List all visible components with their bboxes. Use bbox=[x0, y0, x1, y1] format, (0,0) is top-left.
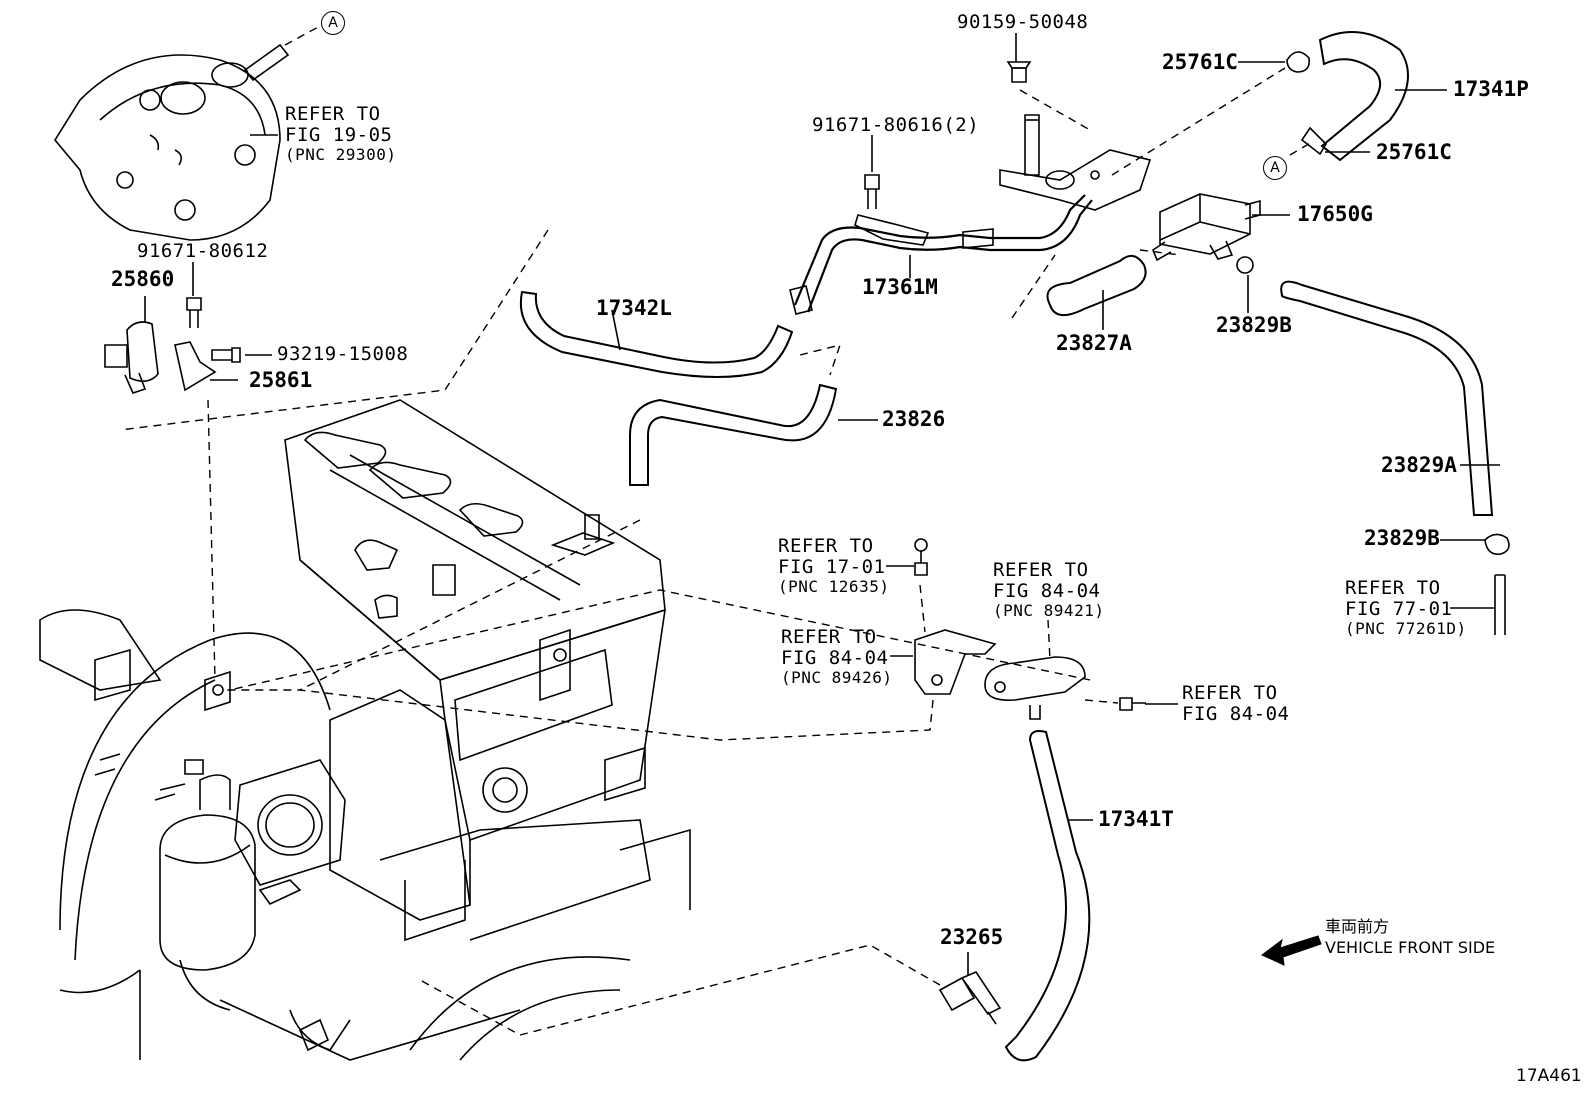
ref-line: REFER TO bbox=[778, 535, 874, 557]
ref-line: FIG 84-04 bbox=[1182, 703, 1290, 725]
ref-pnc: (PNC 89426) bbox=[781, 668, 893, 687]
part-25761c-top: 25761C bbox=[1162, 50, 1238, 74]
part-93219-15008: 93219-15008 bbox=[277, 343, 409, 365]
part-25861: 25861 bbox=[249, 368, 313, 392]
ref-line: FIG 84-04 bbox=[781, 647, 889, 669]
part-23829a: 23829A bbox=[1381, 453, 1457, 477]
part-25761c-mid: 25761C bbox=[1376, 140, 1452, 164]
ref-line: REFER TO bbox=[285, 103, 381, 125]
ref-line: FIG 17-01 bbox=[778, 556, 886, 578]
ref-pnc: (PNC 77261D) bbox=[1345, 619, 1467, 638]
part-25860: 25860 bbox=[111, 267, 175, 291]
part-17361m: 17361M bbox=[862, 275, 938, 299]
part-17341t: 17341T bbox=[1098, 807, 1174, 831]
part-23829b-bottom: 23829B bbox=[1364, 526, 1440, 550]
ref-fig-17-01[interactable]: REFER TO FIG 17-01 (PNC 12635) bbox=[778, 536, 889, 596]
ref-line: REFER TO bbox=[1345, 577, 1441, 599]
ref-pnc: (PNC 29300) bbox=[285, 145, 397, 164]
part-17341p: 17341P bbox=[1453, 77, 1529, 101]
ref-fig-84-04-89421[interactable]: REFER TO FIG 84-04 (PNC 89421) bbox=[993, 560, 1104, 620]
ref-line: FIG 77-01 bbox=[1345, 598, 1453, 620]
leader-lines bbox=[144, 33, 1500, 976]
marker-a-right: A bbox=[1263, 156, 1287, 180]
ref-line: REFER TO bbox=[1182, 682, 1278, 704]
marker-a-top: A bbox=[321, 11, 345, 35]
indicator-lines bbox=[119, 67, 1313, 1036]
vsv-valve bbox=[1152, 193, 1261, 262]
ref-line: FIG 19-05 bbox=[285, 124, 393, 146]
ref-pnc: (PNC 89421) bbox=[993, 601, 1105, 620]
ref-fig-19-05[interactable]: REFER TO FIG 19-05 (PNC 29300) bbox=[285, 104, 396, 164]
part-23827a: 23827A bbox=[1056, 331, 1132, 355]
ref-fig-84-04-89426[interactable]: REFER TO FIG 84-04 (PNC 89426) bbox=[781, 627, 892, 687]
ref-line: FIG 84-04 bbox=[993, 580, 1101, 602]
part-23265: 23265 bbox=[940, 925, 1004, 949]
figure-id: 17A461 bbox=[1516, 1066, 1582, 1086]
ref-line: REFER TO bbox=[993, 559, 1089, 581]
part-23829b-top: 23829B bbox=[1216, 313, 1292, 337]
ref-line: REFER TO bbox=[781, 626, 877, 648]
part-91671-80612: 91671-80612 bbox=[137, 240, 269, 262]
part-17342l: 17342L bbox=[596, 296, 672, 320]
part-90159-50048: 90159-50048 bbox=[957, 11, 1089, 33]
vehicle-front-jp: 車両前方 bbox=[1325, 917, 1390, 936]
ref-pnc: (PNC 12635) bbox=[778, 577, 890, 596]
engine-block bbox=[39, 399, 691, 1061]
ref-fig-84-04-bolt[interactable]: REFER TO FIG 84-04 bbox=[1182, 683, 1289, 725]
hardware bbox=[104, 51, 1510, 1025]
part-17650g: 17650G bbox=[1297, 202, 1373, 226]
tube-assembly bbox=[789, 114, 1152, 315]
ref-fig-77-01[interactable]: REFER TO FIG 77-01 (PNC 77261D) bbox=[1345, 578, 1467, 638]
part-23826: 23826 bbox=[882, 407, 946, 431]
vacuum-pump bbox=[54, 24, 323, 241]
part-91671-80616: 91671-80616(2) bbox=[812, 114, 980, 136]
hoses bbox=[519, 31, 1506, 1062]
vehicle-front-en: VEHICLE FRONT SIDE bbox=[1325, 938, 1496, 957]
